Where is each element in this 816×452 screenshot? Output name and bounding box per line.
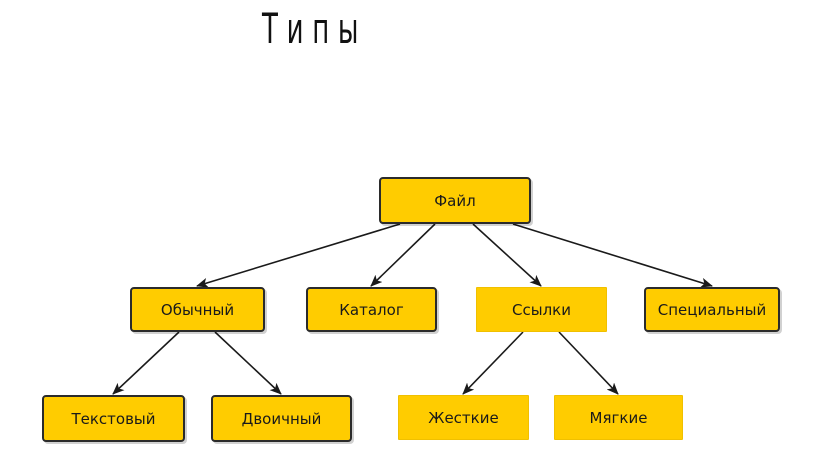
node-catalog: Каталог [306,287,437,332]
node-regular: Обычный [130,287,265,332]
node-text-label: Текстовый [71,409,156,428]
node-links-label: Ссылки [512,300,571,319]
edge-file-links [472,223,542,287]
edge-regular-binary [214,331,282,395]
node-hard: Жесткие [398,395,529,440]
edge-regular-text [112,331,180,395]
node-binary-label: Двоичный [241,409,322,428]
node-regular-label: Обычный [160,300,235,319]
edge-links-soft [558,331,619,395]
node-special-label: Специальный [657,300,767,319]
node-soft: Мягкие [554,395,683,440]
edge-file-catalog [370,223,436,287]
edge-file-regular [196,223,401,288]
node-special: Специальный [644,287,780,332]
node-file-label: Файл [434,191,476,210]
page-title: Типы [262,4,368,53]
edge-file-special [512,223,713,288]
node-hard-label: Жесткие [428,408,499,427]
node-text: Текстовый [42,395,185,442]
node-binary: Двоичный [211,395,352,442]
node-soft-label: Мягкие [589,408,648,427]
node-links: Ссылки [476,287,607,332]
node-catalog-label: Каталог [339,300,404,319]
node-file: Файл [379,177,531,224]
edge-links-hard [462,331,524,395]
